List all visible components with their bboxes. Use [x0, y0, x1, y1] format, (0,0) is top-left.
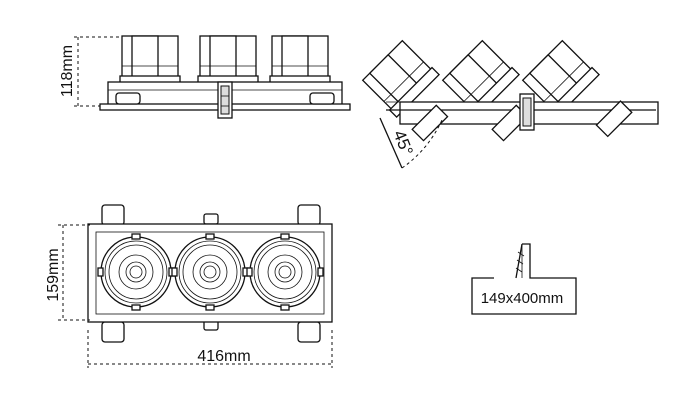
corner-bracket — [101, 321, 125, 343]
angle-arc — [401, 119, 443, 169]
height-label: 118mm — [59, 45, 76, 97]
front-view: 118mm — [59, 35, 351, 119]
tilted-spring-clip — [519, 93, 535, 131]
tilted-view: 45° — [360, 38, 659, 169]
spot-module — [269, 35, 331, 85]
front-spots — [119, 35, 331, 85]
depth-label: 159mm — [45, 248, 62, 301]
tilt-label: 45° — [389, 127, 416, 158]
top-view: 159mm 416mm — [45, 204, 333, 368]
spot-module — [119, 35, 181, 85]
spot-module — [197, 35, 259, 85]
corner-bracket — [297, 321, 321, 343]
mount-bracket — [309, 92, 335, 105]
corner-bracket — [101, 204, 125, 226]
cutout-label: 149x400mm — [481, 290, 564, 307]
inner-frame — [95, 231, 325, 315]
mount-bracket — [115, 92, 141, 105]
cutout-outline — [471, 243, 577, 315]
spring-clip — [217, 81, 233, 119]
width-label: 416mm — [197, 348, 250, 365]
corner-bracket — [297, 204, 321, 226]
cutout-detail: 149x400mm — [471, 243, 577, 315]
